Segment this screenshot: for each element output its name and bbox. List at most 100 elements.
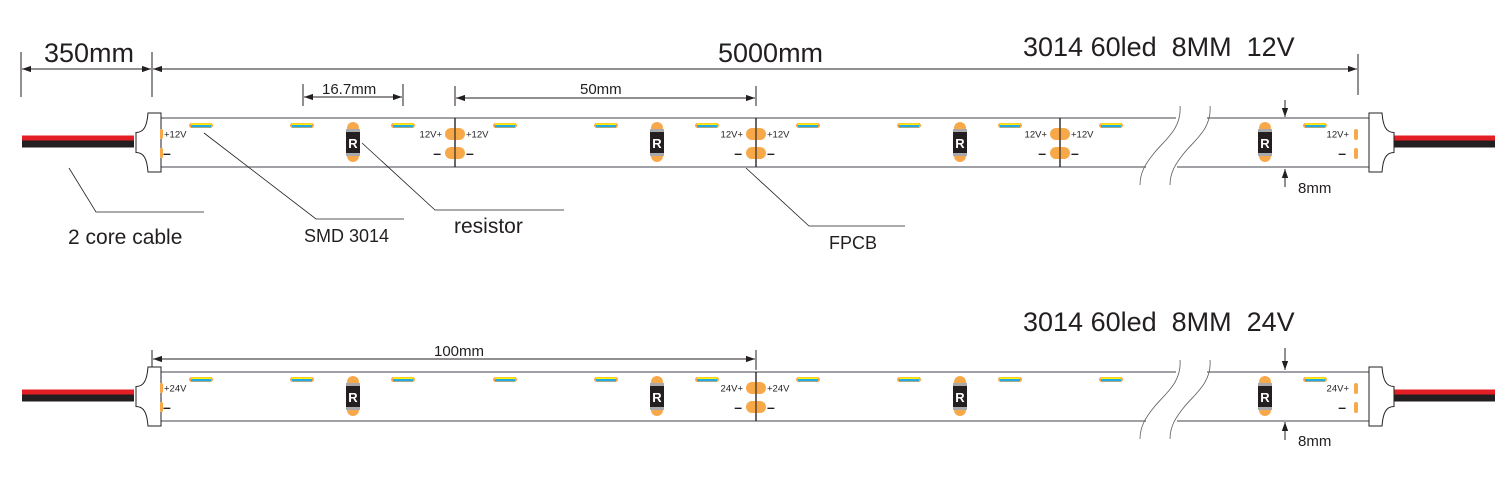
callout-cable: 2 core cable [68,167,204,249]
end-cap [1368,112,1395,173]
led-body [899,379,919,382]
pad-label-plus: 12V+ [420,130,443,141]
led-body [292,125,312,128]
led-smd-3014 [998,377,1022,382]
resistor-label: R [955,390,965,405]
led-smd-3014 [1099,123,1123,128]
solder-pad-minus [1354,148,1358,159]
strip-title-12v: 3014 60led 8MM 12V [1023,32,1295,62]
led-phosphor [798,123,818,126]
pad-label-plus: 12V+ [1025,130,1048,141]
pad-label-minus: – [163,145,171,161]
callout-led-label: SMD 3014 [304,226,389,246]
led-smd-3014 [796,377,820,382]
resistor: R [1258,376,1272,416]
pad-label-plus: +12V [466,130,489,141]
cut-point: 12V++12V–– [420,118,489,167]
dimension-cable-length: 350mm [20,38,153,97]
resistor-label: R [1260,136,1270,151]
pad-label-minus: – [1071,145,1079,161]
led-phosphor [191,377,211,380]
led-phosphor [1000,377,1020,380]
led-body [191,379,211,382]
resistor: R [346,122,360,162]
resistor: R [953,376,967,416]
resistor-body [346,386,360,407]
led-phosphor [495,377,515,380]
resistor-body [1258,386,1272,407]
resistor-body [953,132,967,153]
led-body [596,125,616,128]
solder-pad-plus [160,383,163,393]
pad-label-plus: +12V [164,130,187,141]
led-body [1101,125,1121,128]
led-smd-3014 [290,123,314,128]
led-phosphor [1101,123,1121,126]
cut-unit-label-12v: 50mm [580,81,622,98]
wire-black-right [1387,394,1495,402]
led-body [292,379,312,382]
pad-label-plus: 12V+ [721,130,744,141]
end-cap [135,112,162,173]
led-smd-3014 [1099,377,1123,382]
led-body [1101,379,1121,382]
resistor-body [650,132,664,153]
resistor: R [346,376,360,416]
strip-width-label-24v: 8mm [1298,433,1331,450]
dimension-strip-width-12v: 8mm [1281,100,1331,197]
resistor: R [953,122,967,162]
cut-point: 24V++24V–– [721,372,790,421]
wire-red-right [1387,135,1495,141]
led-body [798,125,818,128]
pad-label-plus: +12V [767,130,790,141]
pad-label-plus: 24V+ [721,384,744,395]
resistor-label: R [348,136,358,151]
resistor-body [346,132,360,153]
pad-label-plus: +24V [767,384,790,395]
led-body [798,379,818,382]
pad-label-minus: – [1038,145,1046,161]
strip-break-line [1169,359,1211,440]
resistor-label: R [652,390,662,405]
led-phosphor [191,123,211,126]
led-body [697,125,717,128]
led-smd-3014 [695,123,719,128]
led-phosphor [697,377,717,380]
pad-label-minus: – [1338,145,1346,161]
resistor-label: R [652,136,662,151]
led-pitch-label: 16.7mm [322,81,376,98]
resistor-body [650,386,664,407]
dimension-led-pitch: 16.7mm [302,81,404,106]
solder-pad-minus [160,402,163,412]
pad-label-minus: – [163,399,171,415]
resistor-body [1258,132,1272,153]
wire-black-left [22,140,134,148]
solder-pad-minus [160,148,163,158]
callout-led: SMD 3014 [203,132,404,246]
pad-label-minus: – [767,145,775,161]
cut-point: 12V++12V–– [721,118,790,167]
end-cap [1368,366,1395,427]
wire-red-left [22,135,134,141]
strip-length-label: 5000mm [718,38,823,68]
strip-break-line [1139,105,1181,186]
callout-pcb: FPCB [745,167,905,253]
resistor-body [953,386,967,407]
led-phosphor [1000,123,1020,126]
dimension-strip-width-24v: 8mm [1281,348,1331,450]
led-phosphor [495,123,515,126]
led-body [393,379,413,382]
led-body [191,125,211,128]
led-phosphor [596,377,616,380]
led-smd-3014 [897,377,921,382]
led-smd-3014 [493,123,517,128]
led-smd-3014 [1303,377,1327,382]
pad-label-minus: – [466,145,474,161]
led-phosphor [393,377,413,380]
pad-label-plus: 12V+ [1327,130,1350,141]
dimension-cut-unit-12v: 50mm [454,81,757,106]
led-body [495,125,515,128]
